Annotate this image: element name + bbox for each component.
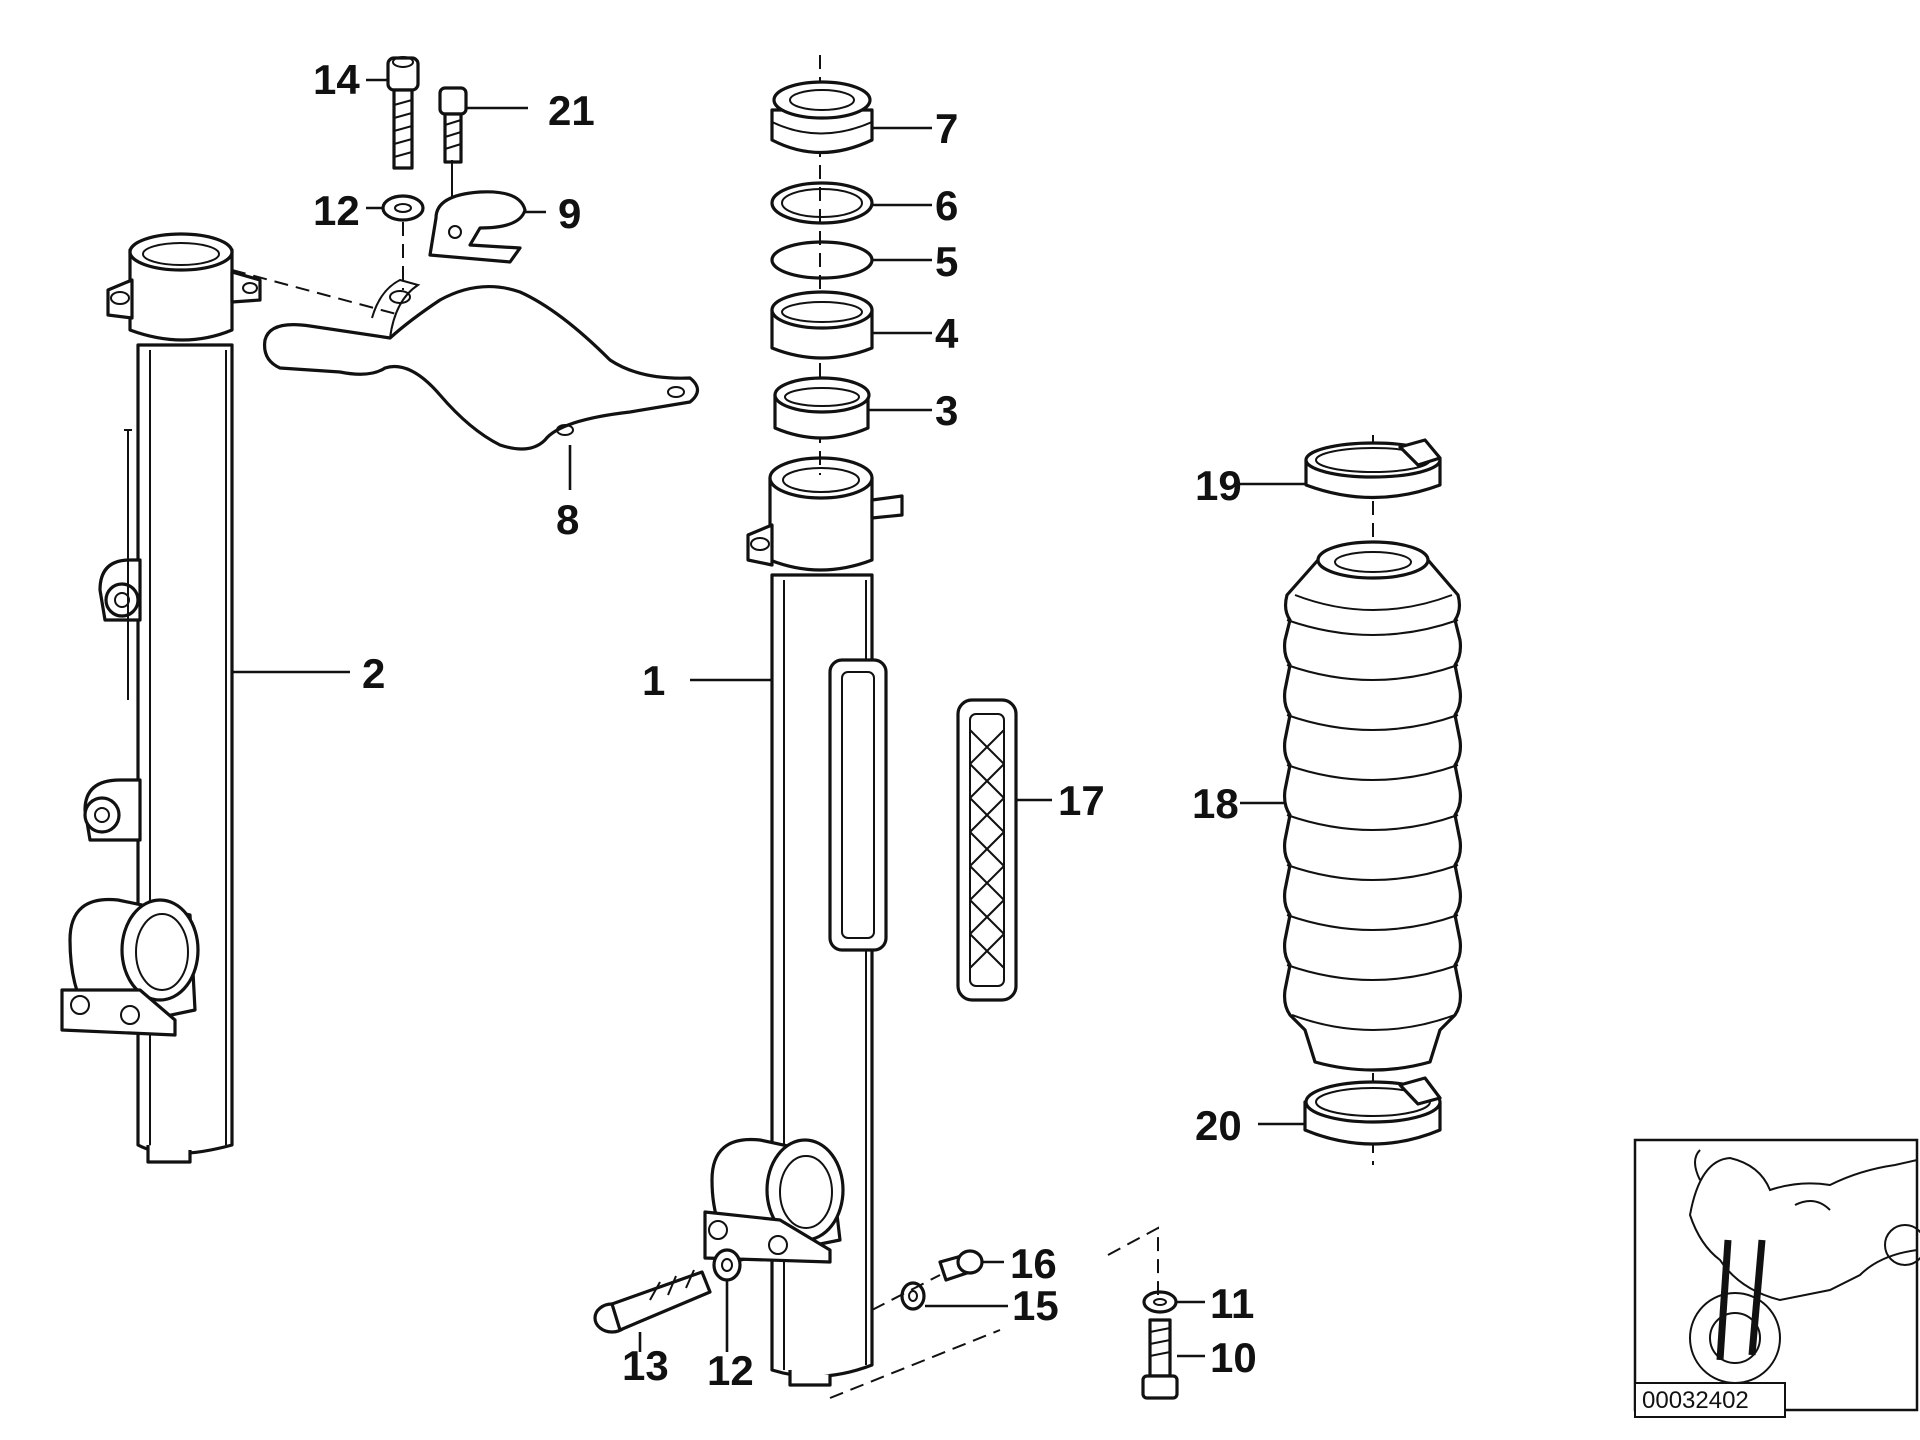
- callout-3: 3: [935, 387, 958, 434]
- mounting-plate-9: [428, 190, 527, 264]
- callout-11: 11: [1210, 1280, 1254, 1327]
- callout-17: 17: [1058, 777, 1105, 824]
- callout-4: 4: [935, 310, 959, 357]
- drain-screw-16: [938, 1249, 984, 1282]
- callout-10: 10: [1210, 1334, 1257, 1381]
- circlip: [770, 181, 874, 225]
- callout-6: 6: [935, 182, 958, 229]
- hose-clamp-19: [1304, 438, 1442, 500]
- callout-18: 18: [1192, 780, 1239, 827]
- callout-19: 19: [1195, 462, 1242, 509]
- callout-9: 9: [558, 190, 581, 237]
- leader-lines: [232, 78, 1306, 1358]
- reference-code: 00032402: [1642, 1387, 1749, 1414]
- washer-12-top: [381, 194, 425, 222]
- screw-10: [1141, 1318, 1179, 1400]
- washer-12-bottom: [712, 1248, 742, 1282]
- callout-8: 8: [556, 496, 579, 543]
- oil-seal: [770, 80, 874, 154]
- callout-1: 1: [642, 657, 665, 704]
- callout-16: 16: [1010, 1240, 1057, 1287]
- reflector: [956, 698, 1018, 1002]
- callout-12-top: 12: [313, 187, 360, 234]
- sealing-washer-15: [900, 1281, 926, 1311]
- bolt-21: [438, 86, 468, 164]
- bolt-14: [386, 56, 420, 170]
- callout-2: 2: [362, 650, 385, 697]
- callout-15: 15: [1012, 1282, 1059, 1329]
- thrust-washer: [770, 240, 874, 280]
- upper-bushing: [770, 290, 874, 360]
- callout-20: 20: [1195, 1102, 1242, 1149]
- lower-bushing: [773, 376, 871, 440]
- callout-13: 13: [622, 1342, 669, 1389]
- callouts: 14 21 12 9 8 2 1 7 6 5 4 3 17 19 18 20 1…: [313, 56, 1257, 1394]
- rubber-gaiter: [1282, 540, 1463, 1072]
- sealing-washer-11: [1142, 1290, 1178, 1314]
- left-fork-slider: [60, 232, 262, 1164]
- fork-cap-stack: [770, 55, 874, 475]
- callout-14: 14: [313, 56, 360, 103]
- callout-12-bottom: 12: [707, 1347, 754, 1394]
- right-fork-slider: [703, 456, 904, 1387]
- callout-5: 5: [935, 238, 958, 285]
- location-thumbnail: [1633, 1138, 1920, 1412]
- hose-clamp-20: [1303, 1076, 1442, 1146]
- fork-brace: [262, 278, 700, 451]
- callout-21: 21: [548, 87, 595, 134]
- axle-pinch-bolt-13: [593, 1269, 712, 1334]
- callout-7: 7: [935, 105, 958, 152]
